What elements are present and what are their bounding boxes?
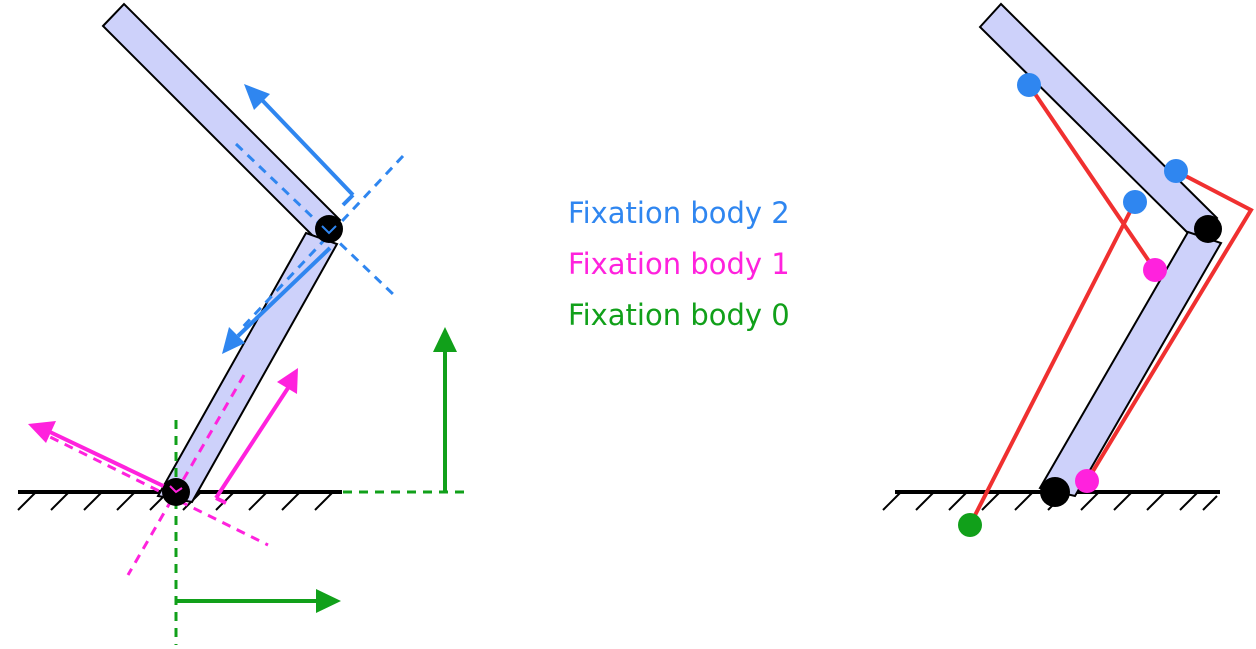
body2-arrow-along: [244, 84, 355, 207]
legend-body1: Fixation body 1: [568, 247, 790, 281]
body0-arrow-up: [433, 327, 457, 492]
left-upper-link: [101, 2, 342, 244]
muscle-path-ground-to-upper: [968, 201, 1137, 526]
body0-frame: [174, 420, 470, 645]
muscle-path-knee-wrap: [1085, 169, 1254, 483]
left-lower-link: [156, 231, 339, 504]
right-knee-joint: [1194, 215, 1222, 243]
attachment-body2-a: [1017, 73, 1041, 97]
body1-arrow-along: [214, 368, 298, 505]
body2-frame: [234, 142, 405, 332]
muscle-paths: [968, 83, 1254, 526]
attachment-body2-c: [1123, 190, 1147, 214]
attachment-body1-b: [1075, 469, 1099, 493]
attachment-body2-b: [1164, 159, 1188, 183]
muscle-path-biarticular: [1027, 83, 1157, 272]
left-diagram: [17, 2, 470, 645]
right-lower-link: [1038, 230, 1223, 498]
body2-arrow-perp: [222, 246, 332, 354]
right-diagram: [882, 2, 1254, 537]
body1-arrow-perp: [28, 421, 177, 494]
legend-body0: Fixation body 0: [568, 298, 790, 332]
right-ground-joint: [1040, 477, 1070, 507]
body1-frame: [35, 374, 269, 576]
left-knee-joint: [315, 215, 343, 243]
attachment-body1-a: [1143, 258, 1167, 282]
attachment-body0: [958, 513, 982, 537]
legend: Fixation body 2 Fixation body 1 Fixation…: [568, 196, 790, 332]
legend-body2: Fixation body 2: [568, 196, 790, 230]
body0-arrow-right: [176, 589, 341, 613]
right-upper-link: [978, 2, 1219, 243]
left-ground-joint: [162, 478, 190, 506]
